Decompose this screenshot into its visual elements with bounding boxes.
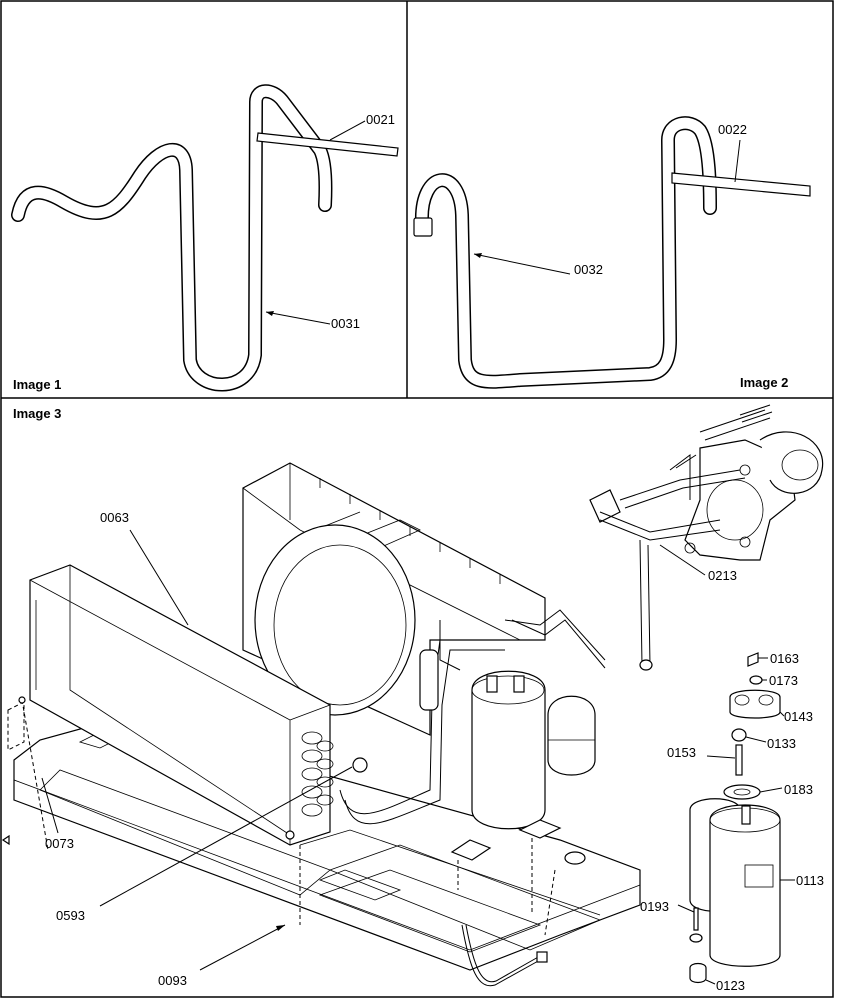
callout-0133: 0133 bbox=[745, 736, 796, 751]
callout-0193: 0193 bbox=[640, 899, 695, 914]
label-0593: 0593 bbox=[56, 908, 85, 923]
callout-0123: 0123 bbox=[705, 978, 745, 993]
label-0031: 0031 bbox=[331, 316, 360, 331]
exploded-compressor bbox=[689, 652, 781, 984]
callout-0073: 0073 bbox=[41, 777, 74, 851]
callout-0063: 0063 bbox=[100, 510, 189, 626]
callout-0113: 0113 bbox=[780, 873, 824, 888]
label-0143: 0143 bbox=[784, 709, 813, 724]
callout-0022: 0022 bbox=[718, 122, 747, 183]
callout-0593: 0593 bbox=[56, 766, 353, 923]
callout-0143: 0143 bbox=[779, 709, 813, 724]
label-0123: 0123 bbox=[716, 978, 745, 993]
compressor-in-unit bbox=[450, 670, 596, 915]
label-0063: 0063 bbox=[100, 510, 129, 525]
label-0163: 0163 bbox=[770, 651, 799, 666]
label-0021: 0021 bbox=[366, 112, 395, 127]
power-lead bbox=[461, 924, 548, 987]
label-0133: 0133 bbox=[767, 736, 796, 751]
image1-tube-assembly bbox=[11, 84, 399, 392]
callout-0183: 0183 bbox=[759, 782, 813, 797]
callout-0032: 0032 bbox=[473, 253, 603, 277]
label-0093: 0093 bbox=[158, 973, 187, 988]
image2-tube-assembly bbox=[413, 116, 811, 389]
label-0193: 0193 bbox=[640, 899, 669, 914]
panel-title-image1: Image 1 bbox=[13, 377, 61, 392]
callout-0021: 0021 bbox=[329, 112, 395, 141]
side-bracket bbox=[1, 696, 49, 851]
discharge-suction-tubing bbox=[339, 609, 606, 825]
tubing-assembly-0213 bbox=[589, 404, 824, 671]
label-0183: 0183 bbox=[784, 782, 813, 797]
label-0113: 0113 bbox=[796, 873, 824, 888]
condenser-coil bbox=[29, 564, 368, 846]
coil-tube-bends bbox=[301, 731, 334, 817]
label-0173: 0173 bbox=[769, 673, 798, 688]
callout-0163: 0163 bbox=[758, 651, 799, 666]
callout-0093: 0093 bbox=[158, 924, 286, 988]
label-0153: 0153 bbox=[667, 745, 696, 760]
label-0073: 0073 bbox=[45, 836, 74, 851]
label-0032: 0032 bbox=[574, 262, 603, 277]
label-0213: 0213 bbox=[708, 568, 737, 583]
condenser-shroud bbox=[242, 462, 546, 736]
panel-title-image2: Image 2 bbox=[740, 375, 788, 390]
callout-0153: 0153 bbox=[667, 745, 736, 760]
panel-title-image3: Image 3 bbox=[13, 406, 61, 421]
callout-0213: 0213 bbox=[659, 544, 737, 583]
label-0022: 0022 bbox=[718, 122, 747, 137]
callout-0031: 0031 bbox=[265, 311, 360, 331]
base-screws bbox=[285, 830, 556, 936]
callout-0173: 0173 bbox=[762, 673, 798, 688]
